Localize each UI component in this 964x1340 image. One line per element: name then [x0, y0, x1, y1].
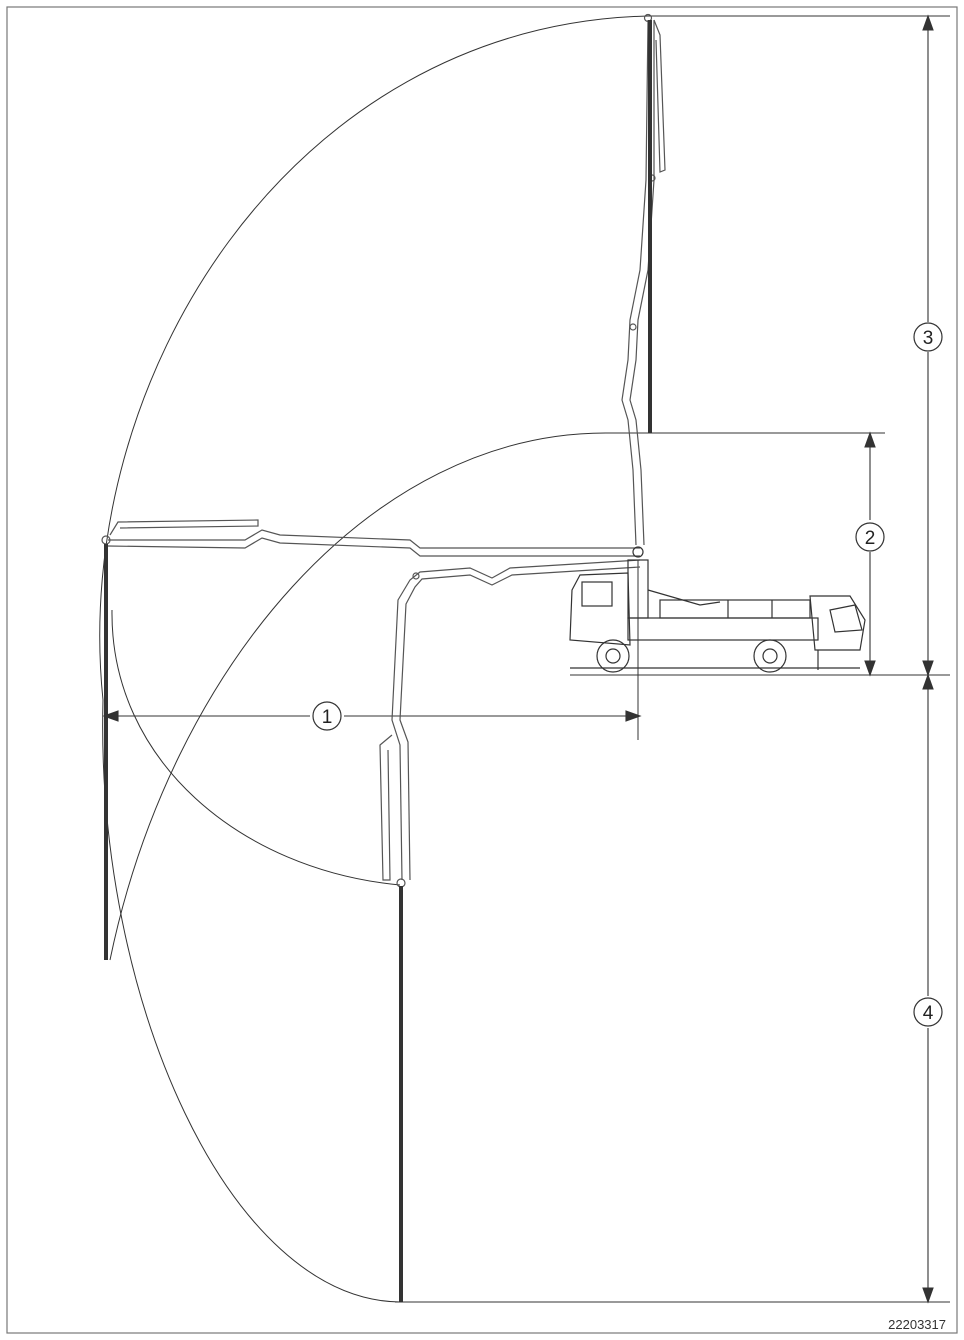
cab-window	[581, 581, 613, 607]
figure-id: 22203317	[888, 1317, 946, 1332]
page-frame	[6, 6, 958, 1334]
callout-2: 2	[855, 522, 885, 552]
callout-4: 4	[913, 997, 943, 1027]
concrete-pump-truck-icon	[569, 546, 866, 673]
svg-text:1: 1	[322, 707, 333, 728]
pump-unit	[809, 595, 866, 651]
svg-text:2: 2	[865, 528, 876, 549]
svg-text:4: 4	[923, 1003, 934, 1024]
outer-reach-arc	[99, 15, 649, 1303]
callout-1: 1	[312, 701, 342, 731]
svg-text:3: 3	[923, 328, 934, 349]
dimension-3	[922, 14, 934, 677]
lower-reach-arc	[109, 432, 611, 961]
boom-folded-position	[379, 559, 641, 888]
rear-wheel	[753, 639, 787, 673]
truck-chassis	[627, 617, 819, 641]
callout-3: 3	[913, 322, 943, 352]
boom-horizontal-position	[101, 519, 640, 557]
front-wheel	[596, 639, 630, 673]
dimension-1	[102, 710, 642, 722]
truck-cab	[569, 572, 631, 646]
boom-turret	[627, 559, 649, 619]
inner-reach-arc	[111, 609, 401, 886]
dimension-4	[922, 673, 934, 1304]
boom-vertical-position	[621, 13, 666, 546]
reach-envelope	[99, 15, 649, 1303]
dimension-2	[864, 431, 876, 677]
reference-lines	[395, 15, 950, 1303]
